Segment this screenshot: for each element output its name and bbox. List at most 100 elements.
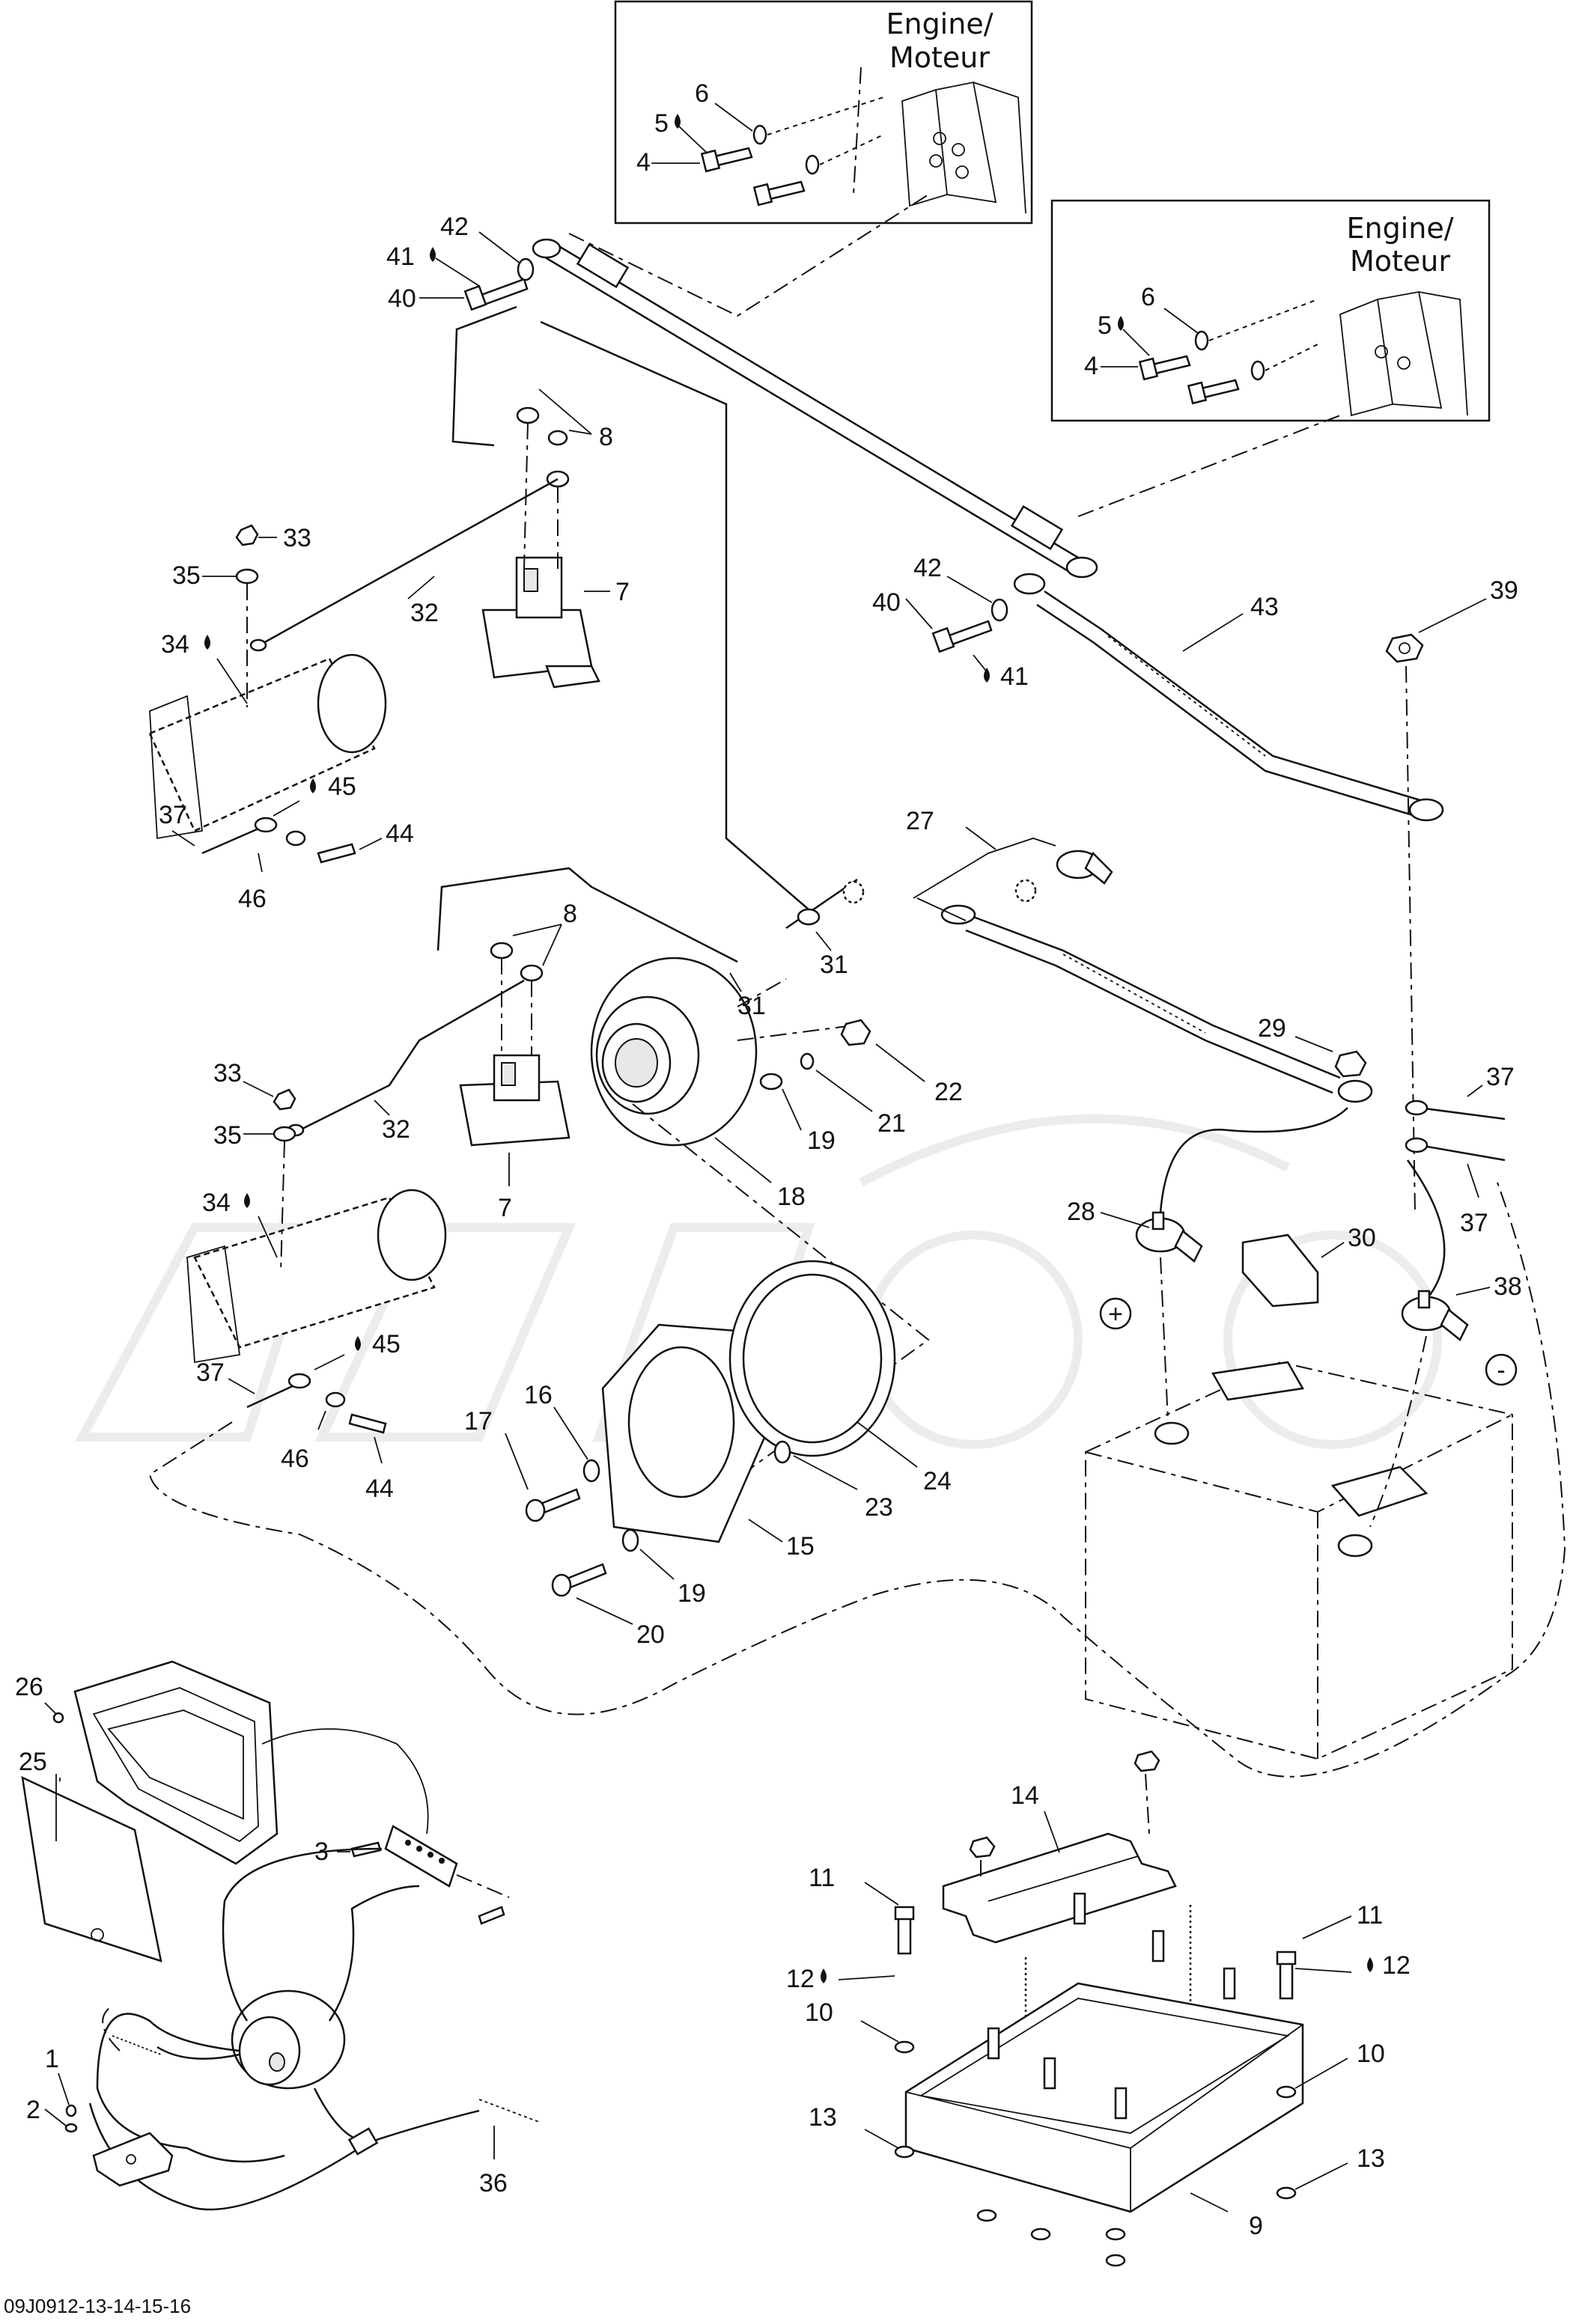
callout-22: 22 (934, 1078, 963, 1106)
callout-35: 35 (213, 1121, 242, 1150)
nut-8-b (547, 430, 568, 446)
washer-35-top (235, 568, 259, 585)
callout-13: 13 (809, 2103, 837, 2132)
callout-19: 19 (807, 1126, 836, 1155)
fluid-drop-icon (821, 1968, 827, 1983)
callout-28: 28 (1067, 1198, 1095, 1226)
nut-8-a (516, 406, 540, 424)
callout-40: 40 (388, 284, 416, 313)
callout-19: 19 (678, 1579, 706, 1608)
callout-41: 41 (386, 243, 415, 271)
callout-46: 46 (238, 885, 267, 913)
callout-33: 33 (283, 524, 311, 552)
nut-39 (1385, 633, 1424, 663)
minus-label: - (1497, 1356, 1505, 1385)
callout-4: 4 (1084, 352, 1098, 380)
callout-11: 11 (809, 1864, 835, 1892)
callout-38: 38 (1494, 1272, 1522, 1301)
battery-cable-upper (532, 238, 1098, 579)
callout-45: 45 (328, 772, 356, 801)
starter-motor-top (148, 653, 387, 840)
callout-17: 17 (464, 1407, 493, 1436)
callout-12: 12 (1382, 1951, 1411, 1980)
callout-21: 21 (877, 1109, 906, 1138)
terminal-cover-30 (1241, 1233, 1319, 1308)
callout-16: 16 (524, 1381, 553, 1409)
screw-17 (525, 1488, 581, 1522)
screw-1 (65, 2104, 77, 2117)
callout-31: 31 (820, 951, 848, 979)
callout-41: 41 (1000, 662, 1029, 691)
leader-right-inset (1077, 415, 1341, 517)
fluid-drop-icon (1367, 1957, 1373, 1972)
housing-frame (73, 1660, 279, 1865)
plus-label: + (1108, 1300, 1123, 1329)
nut-22 (840, 1019, 871, 1046)
fluid-drop-icon (430, 247, 436, 262)
callout-33: 33 (213, 1059, 242, 1088)
fluid-drop-icon (984, 668, 990, 683)
fluid-drop-icon (1118, 316, 1124, 331)
gasket-24 (728, 1260, 896, 1457)
battery-tray-9 (904, 1982, 1304, 2213)
washer-19-bottom (621, 1528, 639, 1552)
positive-terminal-symbol: + (1099, 1297, 1132, 1330)
inset-title-line2: Moteur (889, 41, 990, 74)
screw-20 (551, 1563, 607, 1597)
callout-32: 32 (410, 599, 439, 627)
mounting-plate-15 (601, 1323, 773, 1543)
callout-10: 10 (1357, 2040, 1385, 2068)
callout-44: 44 (386, 820, 414, 848)
callout-23: 23 (865, 1493, 893, 1522)
battery-cable-43 (1013, 573, 1444, 822)
callout-6: 6 (1141, 283, 1155, 311)
callout-8: 8 (563, 900, 577, 928)
spring-36 (478, 2099, 540, 2123)
callout-26: 26 (15, 1673, 43, 1701)
callout-39: 39 (1490, 576, 1518, 605)
starter-motor-bottom (186, 1189, 447, 1364)
callout-35: 35 (172, 561, 201, 590)
inset-title-line1: Engine/ (886, 7, 993, 40)
callout-7: 7 (615, 578, 630, 606)
hold-down-bracket-14 (942, 1832, 1177, 1944)
terminal-clamp-38 (1401, 1290, 1469, 1341)
tray-bolts (894, 1892, 1297, 2120)
callout-11: 11 (1357, 1901, 1383, 1930)
washer-2 (64, 2123, 78, 2133)
callout-12: 12 (786, 1965, 815, 1993)
callout-4: 4 (636, 148, 651, 177)
callout-7: 7 (498, 1194, 512, 1222)
callout-25: 25 (19, 1748, 47, 1776)
fluid-drop-icon (204, 635, 210, 650)
callout-13: 13 (1357, 2144, 1385, 2173)
callout-10: 10 (805, 1998, 833, 2027)
engine-inset-top: Engine/ Moteur 4 5 6 (614, 0, 1033, 225)
callout-42: 42 (440, 213, 469, 241)
inset-title-line1: Engine/ (1346, 212, 1453, 245)
callout-45: 45 (372, 1330, 401, 1358)
callout-5: 5 (654, 109, 669, 138)
callout-27: 27 (906, 807, 934, 835)
bolt-4-c (1138, 355, 1191, 381)
callout-18: 18 (777, 1183, 806, 1211)
washer-46-top (285, 830, 306, 847)
callout-1: 1 (45, 2045, 59, 2073)
callout-46: 46 (281, 1445, 309, 1473)
solenoid-7-bottom (459, 1054, 571, 1147)
callout-44: 44 (365, 1474, 394, 1503)
bolt-4-a (700, 147, 753, 173)
callout-15: 15 (786, 1532, 815, 1561)
callout-43: 43 (1250, 593, 1279, 621)
callout-34: 34 (161, 630, 189, 659)
callout-9: 9 (1249, 2212, 1263, 2240)
terminal-clamp-28 (1135, 1211, 1203, 1263)
callout-37: 37 (1460, 1209, 1488, 1237)
bolt-40-top (463, 257, 535, 311)
bolt-44-top (317, 843, 356, 864)
fluid-drop-icon (355, 1336, 361, 1351)
bolt-4-d (1187, 379, 1240, 405)
nut-33-top (235, 524, 259, 546)
inset-title-line2: Moteur (1350, 245, 1450, 278)
leader-top-inset (568, 194, 929, 317)
